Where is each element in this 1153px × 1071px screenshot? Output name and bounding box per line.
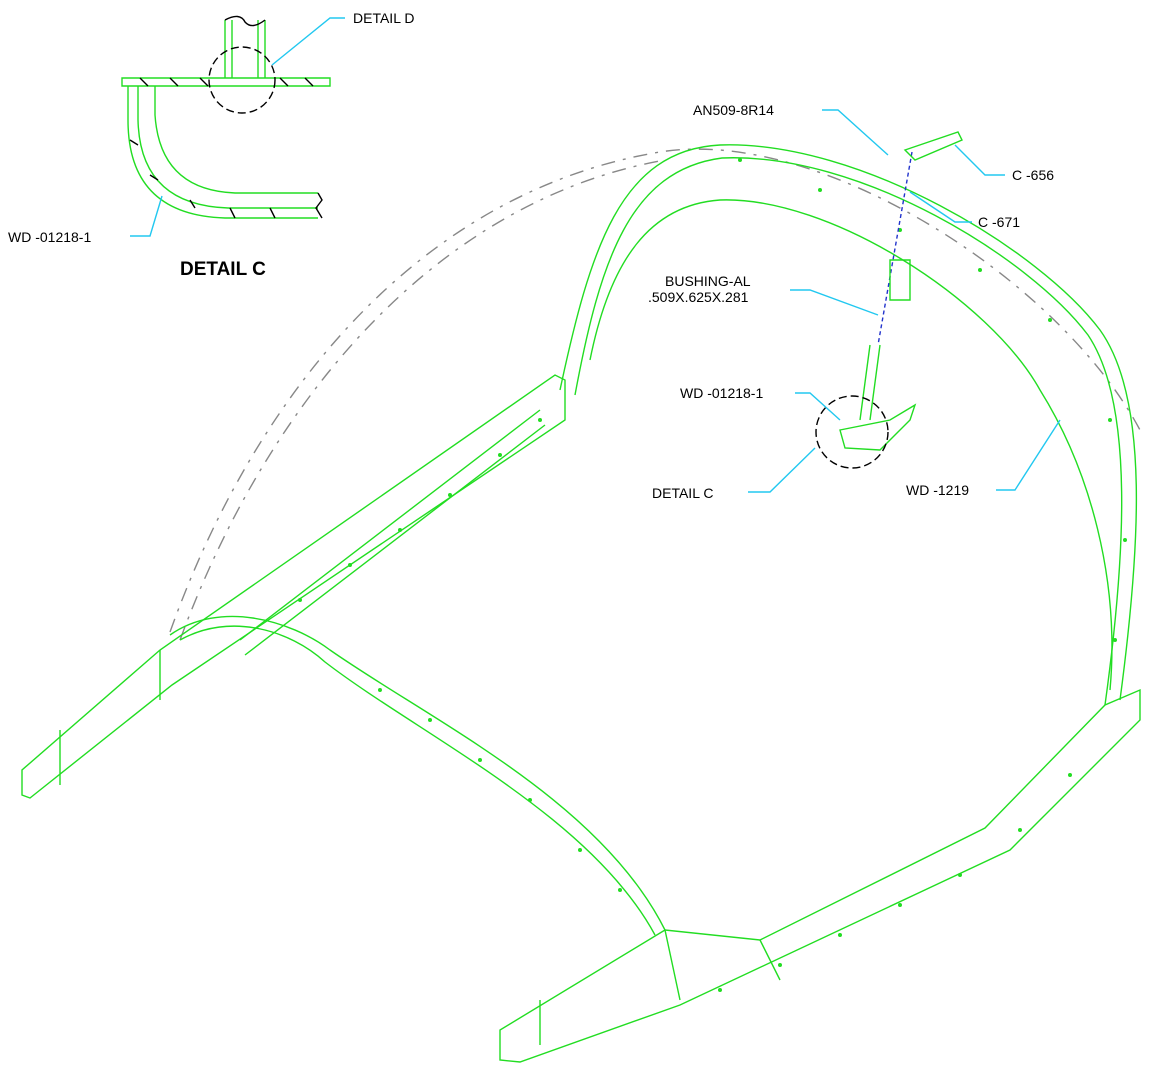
leader-c-671 — [909, 191, 972, 223]
left-side-rail-detail — [59, 409, 546, 785]
label-wd-01218-1-main: WD -01218-1 — [680, 385, 764, 401]
right-side-rail — [499, 688, 1141, 1063]
detail-c-circle — [815, 395, 889, 469]
label-detail-d: DETAIL D — [353, 10, 415, 26]
front-bow-arch — [169, 615, 666, 931]
detail-c-hatch — [129, 77, 314, 219]
leader-c-656 — [954, 144, 1005, 176]
label-detail-c-title: DETAIL C — [180, 259, 266, 280]
left-side-rail — [21, 374, 566, 799]
leader-bushing — [790, 289, 879, 316]
label-wd-01218-1-inset: WD -01218-1 — [8, 229, 92, 245]
leader-wd-01218-top — [130, 195, 163, 237]
leader-wd-1219 — [996, 419, 1061, 491]
detail-c-channel — [127, 86, 318, 219]
rear-bow-inner — [574, 157, 1123, 706]
latch-axis — [877, 151, 913, 346]
label-bushing-al: BUSHING-AL — [665, 273, 751, 289]
rivet-holes — [298, 158, 1127, 992]
label-c-656: C -656 — [1012, 167, 1055, 183]
latch-bracket — [889, 259, 911, 301]
detail-c-tube — [224, 20, 266, 78]
canopy-dashed-outline — [169, 148, 1141, 633]
right-side-rail-detail — [539, 929, 781, 1045]
leader-detail-d — [271, 17, 345, 66]
detail-c-tube-break — [224, 15, 266, 27]
rear-bow — [559, 144, 1138, 701]
latch-shaft — [859, 344, 881, 421]
detail-c-plate — [121, 77, 331, 87]
leader-wd-01218-main — [795, 392, 841, 421]
latch-handle-wd-01218 — [839, 403, 917, 451]
detail-d-circle — [208, 46, 276, 114]
canopy-dashed-outline-inner — [179, 159, 666, 641]
label-detail-c-ref: DETAIL C — [652, 485, 714, 501]
rear-bow-inner-2 — [589, 199, 1113, 691]
leader-detail-c — [748, 447, 816, 493]
detail-c-inset-view — [121, 15, 345, 237]
leader-an509 — [822, 109, 889, 156]
latch-arm-c-656 — [903, 131, 963, 161]
canopy-frame-main-view — [21, 109, 1141, 1063]
detail-c-channel-break — [315, 192, 323, 219]
label-c-671: C -671 — [978, 214, 1021, 230]
label-bushing-size: .509X.625X.281 — [648, 289, 749, 305]
label-an509-8r14: AN509-8R14 — [693, 102, 774, 118]
label-wd-1219: WD -1219 — [906, 482, 970, 498]
front-bow-arch-inner — [179, 625, 656, 936]
